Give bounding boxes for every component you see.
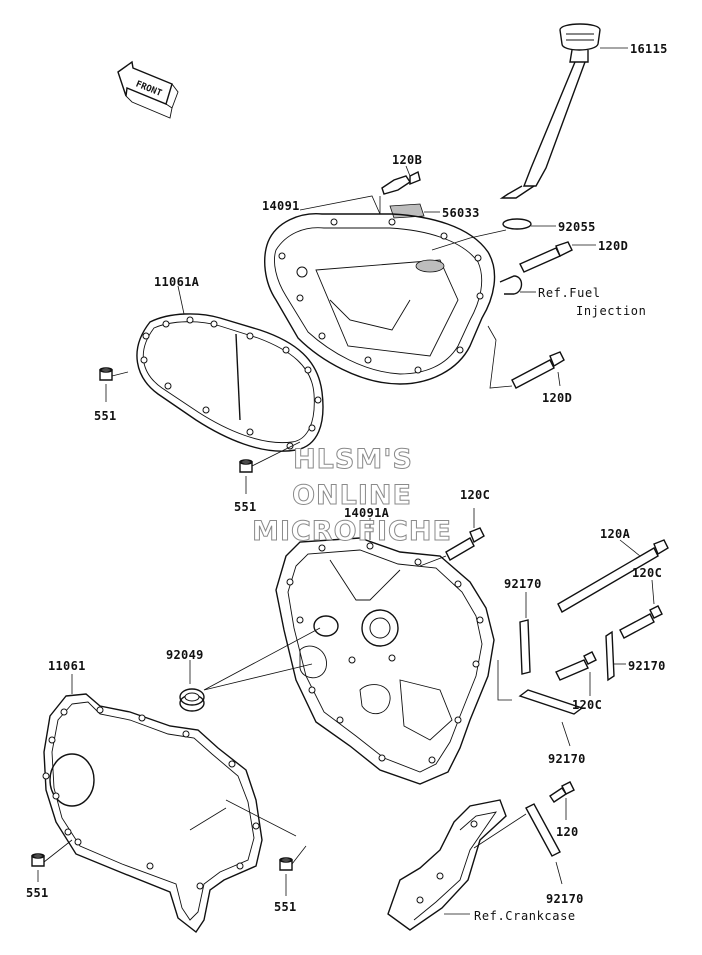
label-120d-bottom: 120D [542, 391, 573, 405]
label-551-c: 551 [26, 886, 49, 900]
label-120c-top: 120C [460, 488, 491, 502]
label-92170-b: 92170 [628, 659, 666, 673]
label-ref-fuel: Ref.Fuel [538, 286, 601, 300]
watermark-line-3: MICROFICHE [252, 516, 452, 548]
bolt-120b-part [381, 165, 421, 195]
label-551-d: 551 [274, 900, 297, 914]
label-120d-top: 120D [598, 239, 629, 253]
label-551-a: 551 [94, 409, 117, 423]
label-120b: 120B [392, 153, 423, 167]
watermark-line-1: HLSM'S [293, 444, 413, 476]
strap-92170-b-part [605, 630, 626, 682]
label-551-b: 551 [234, 500, 257, 514]
bolt-120d-top-part [519, 241, 596, 273]
label-120c-right: 120C [632, 566, 663, 580]
bolt-120a-part [557, 539, 669, 613]
watermark-line-2: ONLINE [292, 480, 412, 512]
label-92170-c: 92170 [548, 752, 586, 766]
label-56033: 56033 [442, 206, 480, 220]
dowel-551-d-part [279, 845, 307, 896]
label-14091: 14091 [262, 199, 300, 213]
label-92170-d: 92170 [546, 892, 584, 906]
strap-92170-c-part [518, 689, 584, 747]
label-92055: 92055 [558, 220, 596, 234]
o-ring-part [431, 218, 556, 251]
label-16115: 16115 [630, 42, 668, 56]
label-92049: 92049 [166, 648, 204, 662]
label-92170-a: 92170 [504, 577, 542, 591]
bolt-120c-top-part [419, 508, 485, 567]
label-14091a: 14091A [344, 506, 390, 520]
outer-cover-14091-part [264, 195, 513, 389]
dowel-551-c-part [31, 839, 73, 882]
front-arrow-icon: FRONT [117, 60, 179, 119]
dipstick-part [499, 23, 628, 199]
label-11061: 11061 [48, 659, 86, 673]
strap-92170-a-part [519, 592, 531, 675]
label-120c-mid: 120C [572, 698, 603, 712]
gasket-11061-part [42, 674, 297, 934]
bolt-120d-bottom-part [511, 351, 565, 389]
label-ref-fuel-injection: Injection [576, 304, 647, 318]
bolt-120-part [549, 781, 575, 820]
label-120: 120 [556, 825, 579, 839]
oil-seal-92049-part [179, 627, 321, 712]
bolt-120c-mid-part [555, 651, 597, 696]
crankcase-ref-part [387, 799, 507, 931]
strap-92170-d-part [473, 803, 563, 885]
bolt-120c-right-part [619, 579, 663, 639]
dowel-551-a-part [99, 367, 129, 402]
label-11061a: 11061A [154, 275, 200, 289]
cover-14091a-part [275, 518, 512, 785]
dowel-551-b-part [239, 441, 301, 494]
front-arrow-label: FRONT [134, 79, 163, 99]
clamp-part [499, 275, 536, 295]
label-ref-crankcase: Ref.Crankcase [474, 909, 576, 923]
label-120a: 120A [600, 527, 631, 541]
